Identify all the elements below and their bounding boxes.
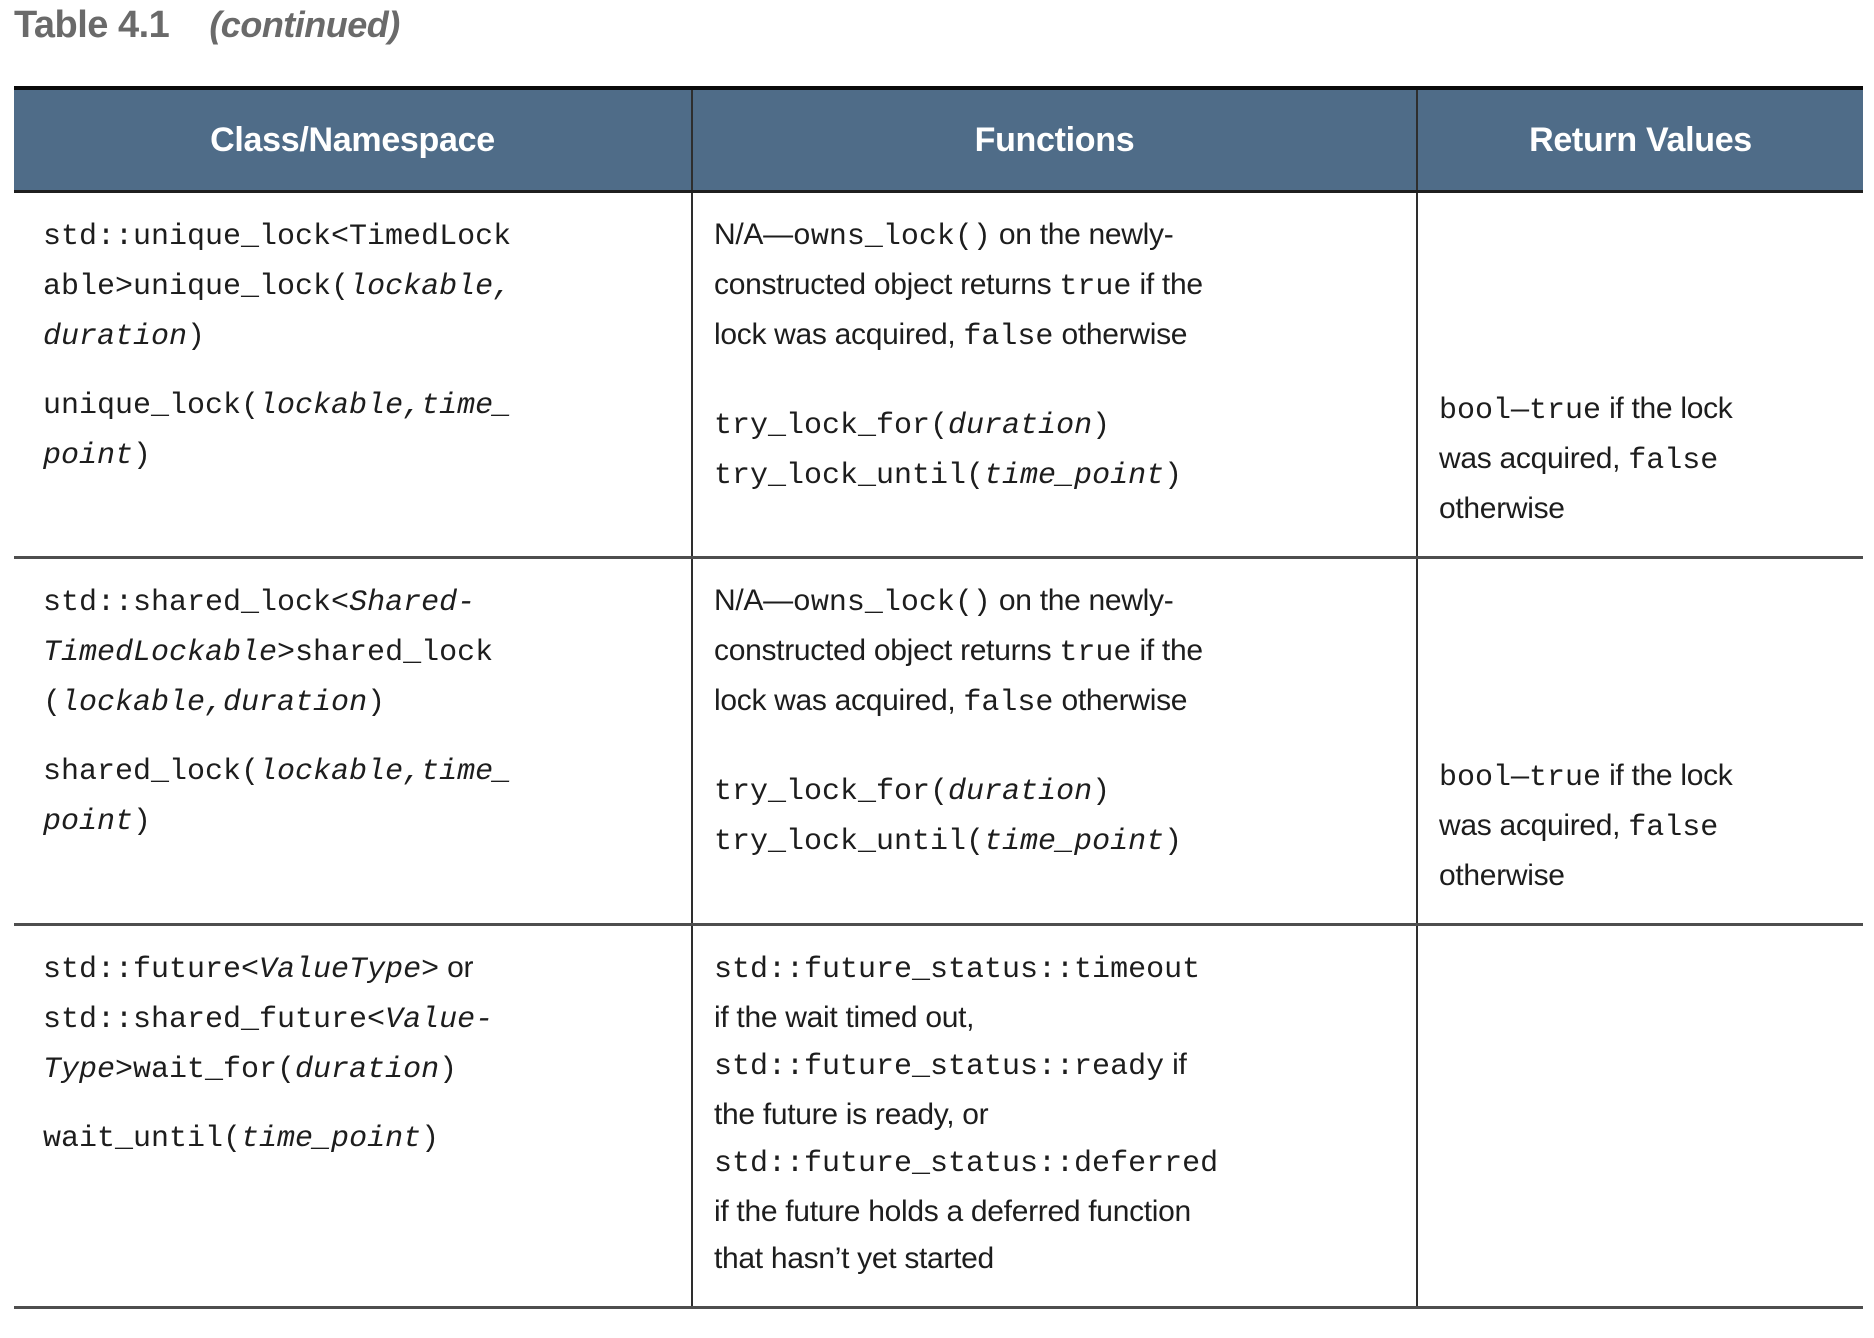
table-row: std::shared_lock<Shared- TimedLockable>s… — [14, 559, 1863, 926]
table-header-row: Class/Namespace Functions Return Values — [14, 90, 1863, 193]
cell-class-namespace-row-3: std::future<ValueType> or std::shared_fu… — [14, 926, 693, 1306]
cell-class-namespace-row-1: std::unique_lock<TimedLock able>unique_l… — [14, 193, 693, 556]
column-header-functions: Functions — [693, 90, 1418, 190]
column-header-class-namespace: Class/Namespace — [14, 90, 693, 190]
table-row: std::unique_lock<TimedLock able>unique_l… — [14, 193, 1863, 559]
cell-return-values-row-2: bool—true if the lock was acquired, fals… — [1439, 759, 1733, 892]
cell-class-namespace-row-2: std::shared_lock<Shared- TimedLockable>s… — [14, 559, 693, 923]
cell-functions-row-2: N/A—owns_lock() on the newly- constructe… — [693, 559, 1418, 923]
reference-table: Class/Namespace Functions Return Values … — [14, 86, 1863, 1309]
cell-return-values-row-1: bool—true if the lock was acquired, fals… — [1439, 392, 1733, 525]
cell-functions-row-3: std::future_status::timeout if the wait … — [693, 926, 1418, 1306]
table-caption-continued: (continued) — [209, 4, 400, 45]
cell-functions-row-1: N/A—owns_lock() on the newly- constructe… — [693, 193, 1418, 556]
table-caption: Table 4.1 (continued) — [14, 4, 400, 47]
table-caption-label: Table 4.1 — [14, 4, 170, 46]
cell-return-values-row-3 — [1418, 926, 1863, 1306]
table-row: std::future<ValueType> or std::shared_fu… — [14, 926, 1863, 1306]
column-header-return-values: Return Values — [1529, 120, 1752, 159]
